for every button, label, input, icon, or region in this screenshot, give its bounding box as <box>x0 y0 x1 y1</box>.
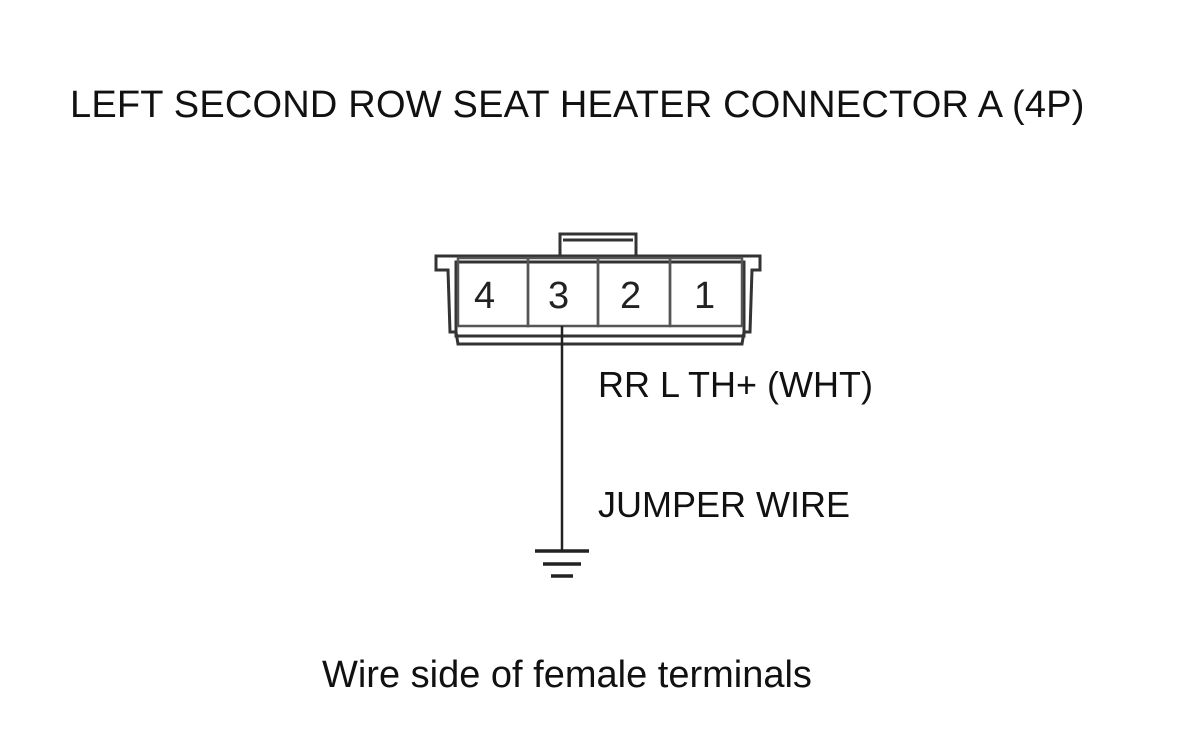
terminal-number: 3 <box>548 275 569 317</box>
wire-signal-label: RR L TH+ (WHT) <box>598 364 873 405</box>
terminal-number: 1 <box>694 275 715 317</box>
terminal-cell-1 <box>668 256 744 328</box>
connector-housing <box>434 232 762 346</box>
terminal-number: 2 <box>620 275 641 317</box>
terminal-number: 4 <box>474 275 495 317</box>
diagram-caption: Wire side of female terminals <box>322 654 812 696</box>
ground-icon <box>535 549 589 578</box>
page-title: LEFT SECOND ROW SEAT HEATER CONNECTOR A … <box>70 84 1085 126</box>
jumper-wire-label: JUMPER WIRE <box>598 484 850 525</box>
